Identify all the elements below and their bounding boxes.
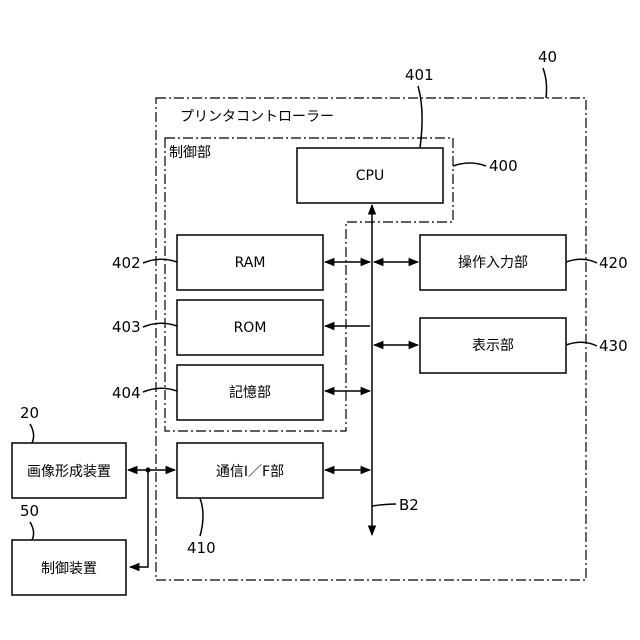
leader-420 xyxy=(566,259,597,263)
image-forming-label: 画像形成装置 xyxy=(27,464,111,480)
control-device-connector xyxy=(130,470,148,567)
ref-50: 50 xyxy=(20,502,39,520)
cpu-label: CPU xyxy=(356,168,384,184)
leader-20 xyxy=(30,424,34,443)
comm-if-label: 通信I／F部 xyxy=(216,464,284,480)
storage-label: 記憶部 xyxy=(229,384,271,401)
rom-label: ROM xyxy=(234,320,267,336)
ref-404: 404 xyxy=(112,384,141,402)
leader-402 xyxy=(143,259,177,263)
control-unit-label: 制御部 xyxy=(169,145,211,161)
leader-400 xyxy=(453,163,486,166)
leader-403 xyxy=(143,323,177,327)
leader-40 xyxy=(543,68,547,98)
ref-400: 400 xyxy=(489,157,518,175)
ref-402: 402 xyxy=(112,254,141,272)
ref-410: 410 xyxy=(187,539,216,557)
operation-input-label: 操作入力部 xyxy=(458,255,528,271)
printer-controller-label: プリンタコントローラー xyxy=(180,109,334,125)
ref-20: 20 xyxy=(20,404,39,422)
leader-401 xyxy=(418,86,422,148)
b2-ref: B2 xyxy=(399,496,419,514)
leader-410 xyxy=(200,498,203,536)
ram-label: RAM xyxy=(235,255,266,271)
leader-404 xyxy=(143,388,177,392)
ref-403: 403 xyxy=(112,318,141,336)
ref-401: 401 xyxy=(405,66,434,84)
display-label: 表示部 xyxy=(472,338,514,354)
ref-40: 40 xyxy=(538,48,557,66)
control-device-label: 制御装置 xyxy=(41,561,97,577)
leader-430 xyxy=(566,342,597,346)
b2-leader xyxy=(372,504,396,506)
ref-420: 420 xyxy=(599,254,628,272)
ref-430: 430 xyxy=(599,337,628,355)
leader-50 xyxy=(30,522,34,540)
